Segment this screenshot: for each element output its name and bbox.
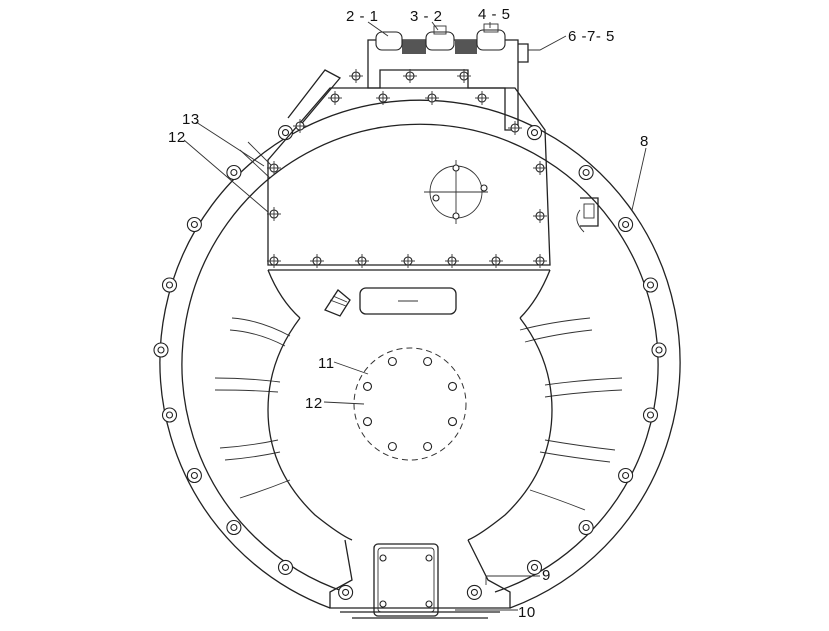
flange-bolt-core [582,168,590,177]
label-6-7-5: 6 -7- 5 [568,28,615,45]
bore-bolt [362,381,373,391]
top-cover-plate [239,69,551,319]
flange-bolt-core [281,563,290,571]
bottom-foot [329,539,511,619]
flange-bolt-holes [153,125,667,600]
bore-bolt [387,356,397,367]
label-9: 9 [542,567,551,584]
label-2-1: 2 - 1 [346,8,379,25]
bore-bolt [423,441,433,452]
flange-bolt-core [530,563,539,571]
inspection-hole [424,160,488,224]
label-13: 13 [182,111,200,128]
flange-bolt-core [190,471,198,480]
flange-bolt-core [342,588,350,596]
bore-bolt [447,381,458,391]
flange-bolt-core [622,471,630,480]
label-12-mid: 12 [305,395,323,412]
flange-bolt-core [190,220,198,229]
breather-detail [324,289,351,317]
flange-bolt-core [470,588,478,596]
flange-bolt-core [281,129,290,137]
flange-bolt-core [530,129,539,137]
nameplate-slot [359,287,457,315]
central-bore [353,347,467,461]
bore-bolt [447,417,458,427]
side-boss [576,197,599,233]
top-fitting-block [367,23,529,131]
label-10: 10 [518,604,536,621]
bore-bolt [362,417,373,427]
label-4-5: 4 - 5 [478,6,511,23]
flange-bolt-core [230,168,238,177]
label-11: 11 [318,355,335,372]
callout-labels: 2 - 1 3 - 2 4 - 5 6 -7- 5 8 9 10 11 12 1… [168,6,649,621]
outer-flange [159,99,681,609]
flange-bolt-core [165,281,174,289]
flange-bolt-core [165,411,174,419]
cover-bolts [267,69,547,268]
inner-ribs [214,317,623,541]
bore-bolts [362,356,458,452]
flange-bolt-core [157,346,165,354]
flange-bolt-core [230,523,238,532]
label-8: 8 [640,133,649,150]
label-3-2: 3 - 2 [410,8,443,25]
flange-bolt-core [582,523,590,532]
label-12-top: 12 [168,129,186,146]
flange-bolt-core [622,220,630,229]
flange-bolt-core [646,281,655,289]
bore-bolt [387,441,397,452]
leader-lines [183,21,647,611]
flange-bolt-core [655,346,663,354]
flange-bolt-core [646,411,655,419]
bore-bolt [423,356,433,367]
